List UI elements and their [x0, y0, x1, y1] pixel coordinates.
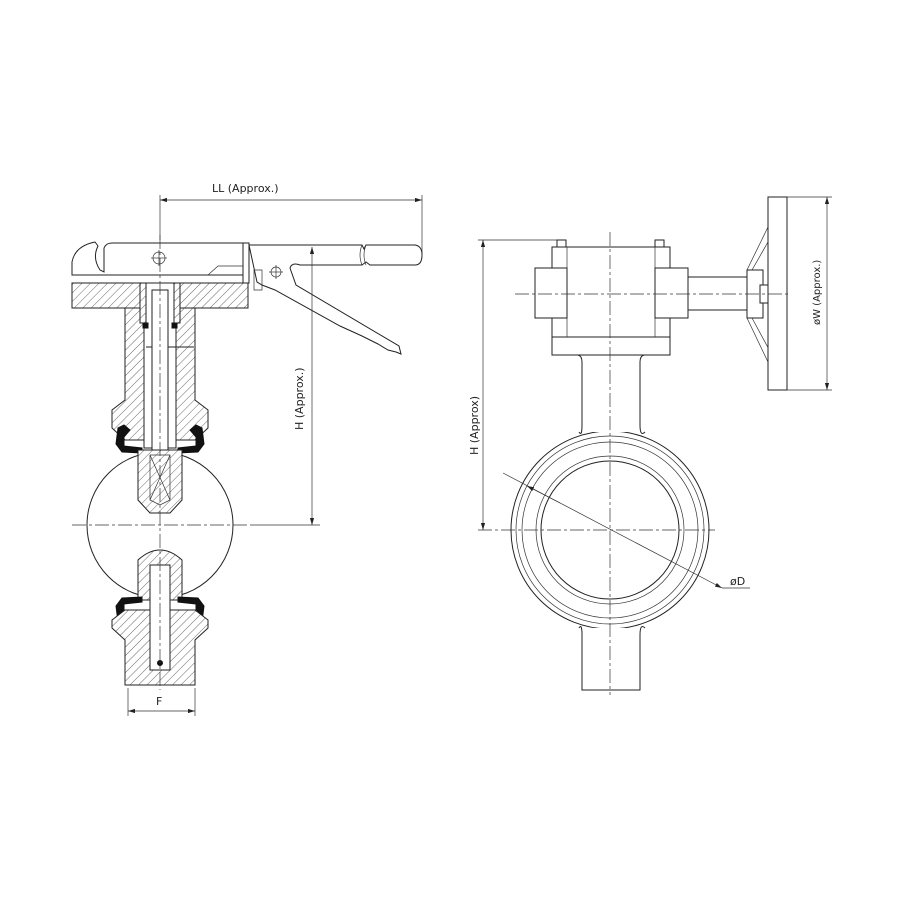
dim-label-d: øD	[730, 575, 745, 588]
dim-label-h-right: H (Approx)	[468, 396, 481, 455]
gearbox-body	[551, 246, 671, 338]
upper-neck	[577, 354, 646, 434]
lower-stem	[578, 626, 646, 691]
dim-label-w: øW (Approx.)	[812, 260, 823, 325]
handwheel	[767, 196, 788, 391]
gearbox-boss-right	[654, 267, 689, 319]
handwheel-spokes	[746, 226, 773, 363]
dim-label-f: F	[156, 695, 162, 708]
dim-label-ll: LL (Approx.)	[212, 182, 279, 195]
dim-label-h-left: H (Approx.)	[293, 367, 306, 430]
input-shaft	[687, 276, 748, 311]
side-section-view: LL (Approx.) H (Approx.) F	[71, 182, 423, 716]
upper-disc-boss	[137, 449, 183, 514]
gearbox-base	[551, 336, 671, 356]
front-view: øW (Approx.) H (Approx) øD	[468, 196, 832, 695]
upper-seat	[115, 424, 143, 454]
lever-grip	[248, 244, 423, 355]
gearbox-boss-left	[534, 267, 568, 319]
lever-pivot-plate	[242, 242, 250, 284]
